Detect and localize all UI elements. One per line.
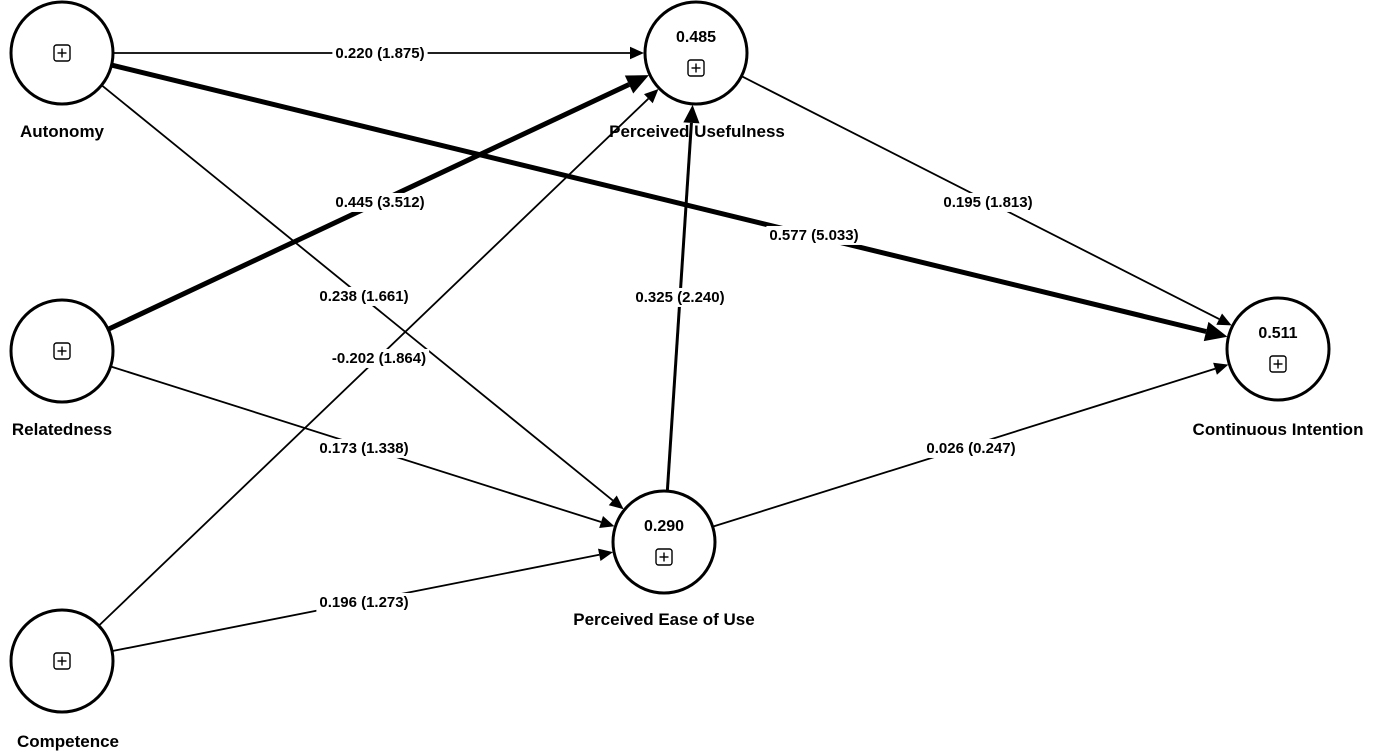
edge-label-text: 0.577 (5.033) (769, 227, 858, 244)
node-label: Relatedness (12, 420, 112, 439)
edge-labels-layer: 0.220 (1.875) 0.577 (5.033) 0.238 (1.661) 0… (316, 43, 1036, 612)
r-squared-value: 0.511 (1258, 325, 1297, 342)
edge-label-text: 0.195 (1.813) (943, 194, 1032, 211)
edge-label-autonomy-to-ci: 0.577 (5.033) (766, 225, 862, 245)
arrowhead (608, 495, 624, 510)
edge-label-background (332, 192, 428, 212)
edge-label-background (632, 287, 728, 307)
expand-plus-icon[interactable] (687, 59, 705, 77)
node-label: Perceived Usefulness (609, 122, 785, 141)
arrowhead (1216, 313, 1232, 326)
edge-label-text: 0.026 (0.247) (926, 440, 1015, 457)
r-squared-value: 0.290 (644, 518, 684, 535)
expand-plus-icon[interactable] (1269, 355, 1287, 373)
node-relatedness[interactable]: Relatedness (9, 298, 115, 439)
edge-label-text: 0.220 (1.875) (335, 45, 424, 62)
edge-label-peou-to-pu: 0.325 (2.240) (632, 287, 728, 307)
expand-plus-icon[interactable] (655, 548, 673, 566)
expand-plus-icon[interactable] (53, 342, 71, 360)
edge-label-text: 0.325 (2.240) (635, 289, 724, 306)
edge-label-competence-to-pu: -0.202 (1.864) (328, 348, 430, 368)
node-circle (611, 489, 717, 595)
edge-label-autonomy-to-peou: 0.238 (1.661) (316, 286, 412, 306)
edge-label-background (923, 438, 1019, 458)
arrowhead (1203, 321, 1228, 342)
arrowhead (624, 75, 649, 94)
arrowhead (599, 516, 615, 529)
edge-label-relatedness-to-peou: 0.173 (1.338) (316, 438, 412, 458)
arrowhead (683, 104, 700, 124)
arrowhead (1213, 362, 1229, 375)
edge-label-background (328, 348, 430, 368)
node-label: Continuous Intention (1193, 420, 1364, 439)
expand-plus-icon[interactable] (53, 652, 71, 670)
arrowhead (598, 548, 613, 561)
edge-label-autonomy-to-pu: 0.220 (1.875) (332, 43, 428, 63)
edge-label-text: 0.445 (3.512) (335, 194, 424, 211)
edge-label-pu-to-ci: 0.195 (1.813) (940, 192, 1036, 212)
edge-label-relatedness-to-pu: 0.445 (3.512) (332, 192, 428, 212)
edge-label-background (316, 592, 412, 612)
arrowhead (630, 46, 644, 60)
node-circle (1225, 296, 1331, 402)
edge-label-text: 0.173 (1.338) (319, 440, 408, 457)
edge-autonomy-to-ci (111, 62, 1228, 342)
node-label: Perceived Ease of Use (573, 610, 754, 629)
arrowhead (644, 88, 659, 104)
node-autonomy[interactable]: Autonomy (9, 0, 115, 141)
node-label: Autonomy (20, 122, 105, 141)
edge-label-text: -0.202 (1.864) (332, 350, 426, 367)
edge-label-peou-to-ci: 0.026 (0.247) (923, 438, 1019, 458)
edge-label-text: 0.196 (1.273) (319, 594, 408, 611)
r-squared-value: 0.485 (676, 29, 716, 46)
edge-label-background (766, 225, 862, 245)
node-label: Competence (17, 732, 119, 751)
edge-label-competence-to-peou: 0.196 (1.273) (316, 592, 412, 612)
edge-label-background (332, 43, 428, 63)
edge-label-background (316, 286, 412, 306)
expand-plus-icon[interactable] (53, 44, 71, 62)
edge-line (111, 62, 1207, 334)
edge-label-text: 0.238 (1.661) (319, 288, 408, 305)
edge-label-background (316, 438, 412, 458)
edge-label-background (940, 192, 1036, 212)
node-competence[interactable]: Competence (9, 608, 119, 751)
node-circle (643, 0, 749, 106)
